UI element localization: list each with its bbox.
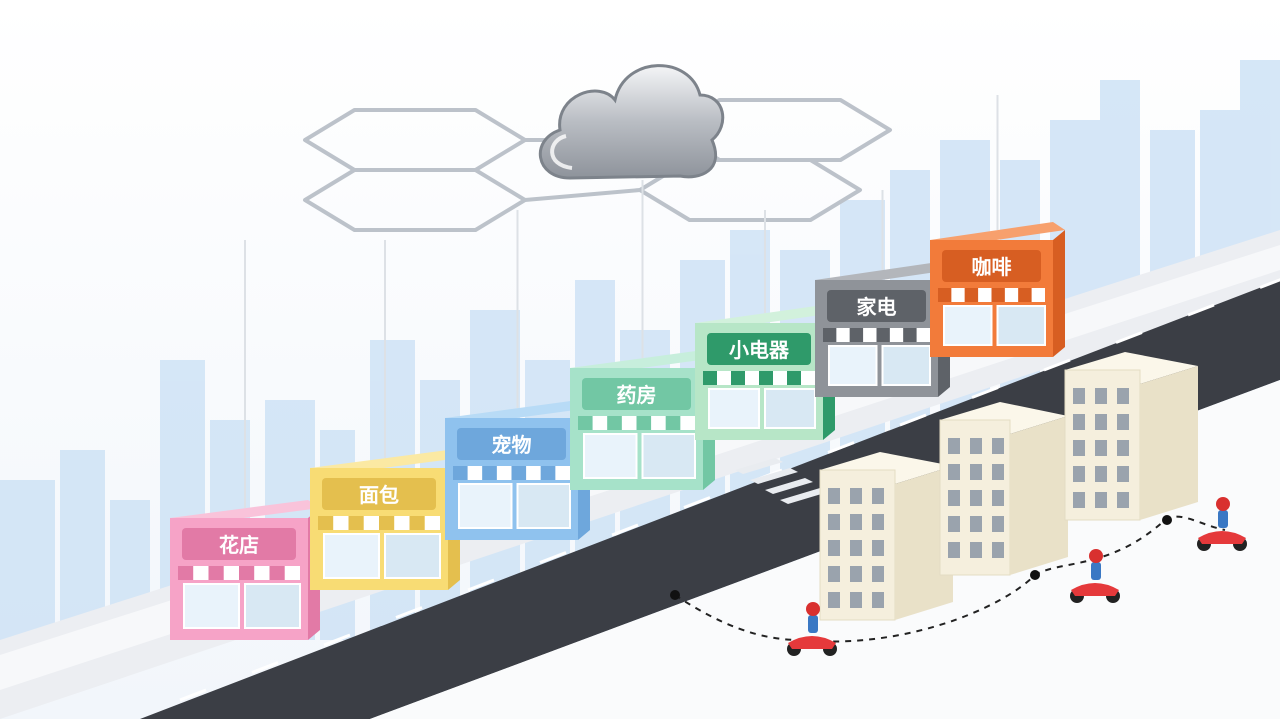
store-label: 小电器 xyxy=(729,338,790,362)
apartment-building xyxy=(939,402,1068,576)
store-label: 咖啡 xyxy=(972,255,1012,279)
store: 小电器 xyxy=(695,305,835,440)
skyline-tower xyxy=(0,480,55,640)
store-sign xyxy=(182,528,296,560)
lane-mark xyxy=(1043,358,1071,372)
scooter-icon xyxy=(1070,549,1120,603)
store-awning xyxy=(938,288,1045,302)
lane-mark xyxy=(1115,331,1143,344)
store-awning xyxy=(318,516,440,530)
store-awning xyxy=(453,466,570,480)
store-side xyxy=(1053,230,1065,357)
lane-mark xyxy=(539,551,567,564)
lane-mark xyxy=(467,578,495,592)
store-label: 面包 xyxy=(359,483,399,507)
store-sign xyxy=(322,478,436,510)
cloud-network xyxy=(303,98,892,232)
skyline-tower xyxy=(60,450,105,640)
store-awning xyxy=(703,371,815,385)
lane-mark xyxy=(683,496,711,509)
store-door xyxy=(996,305,1046,346)
store-door xyxy=(384,533,441,579)
route-points xyxy=(670,515,1172,600)
apartment-building xyxy=(819,452,953,621)
store-label: 花店 xyxy=(219,533,259,557)
store-window xyxy=(708,388,760,429)
store-awning xyxy=(578,416,695,430)
store-door xyxy=(244,583,301,629)
store: 药房 xyxy=(570,350,715,490)
store-sign xyxy=(942,250,1041,282)
store: 咖啡 xyxy=(930,222,1065,357)
store-door xyxy=(764,388,816,429)
lane-mark xyxy=(971,386,999,399)
lane-mark xyxy=(395,606,423,619)
store-sign xyxy=(457,428,566,460)
store-sign xyxy=(582,378,691,410)
lane-mark xyxy=(827,441,855,454)
store-door xyxy=(881,345,931,386)
store-window xyxy=(943,305,993,346)
lane-mark xyxy=(611,523,639,537)
store-sign xyxy=(707,333,811,365)
store-awning xyxy=(823,328,930,342)
store: 宠物 xyxy=(445,400,590,540)
store-label: 宠物 xyxy=(492,433,532,457)
store-label: 家电 xyxy=(857,295,897,319)
store: 面包 xyxy=(310,450,460,590)
store-label: 药房 xyxy=(617,383,657,407)
network-link xyxy=(524,188,641,202)
store-sign xyxy=(827,290,926,322)
stores: 花店 面包 宠物 药房 小电器 家电 咖啡 xyxy=(170,222,1065,640)
lane-mark xyxy=(1259,278,1280,289)
cloud-icon xyxy=(538,64,725,180)
store-window xyxy=(828,345,878,386)
store-connections xyxy=(244,95,999,508)
lane-mark xyxy=(1187,303,1215,317)
store: 花店 xyxy=(170,500,320,640)
store: 家电 xyxy=(815,262,950,397)
store-window xyxy=(583,433,638,479)
store-awning xyxy=(178,566,300,580)
store-door xyxy=(516,483,571,529)
crosswalk xyxy=(735,458,828,504)
store-window xyxy=(323,533,380,579)
scooter-icon xyxy=(1197,497,1247,551)
apartment-buildings xyxy=(819,352,1198,621)
lane-markings xyxy=(179,278,1280,702)
scooter-icon xyxy=(787,602,837,656)
lane-mark xyxy=(251,661,279,674)
lane-mark xyxy=(323,633,351,647)
store-window xyxy=(183,583,240,629)
scooters xyxy=(787,497,1247,656)
lane-mark xyxy=(899,413,927,427)
apartment-building xyxy=(1064,352,1198,521)
store-window xyxy=(458,483,513,529)
store-door xyxy=(641,433,696,479)
lane-mark xyxy=(179,688,207,702)
